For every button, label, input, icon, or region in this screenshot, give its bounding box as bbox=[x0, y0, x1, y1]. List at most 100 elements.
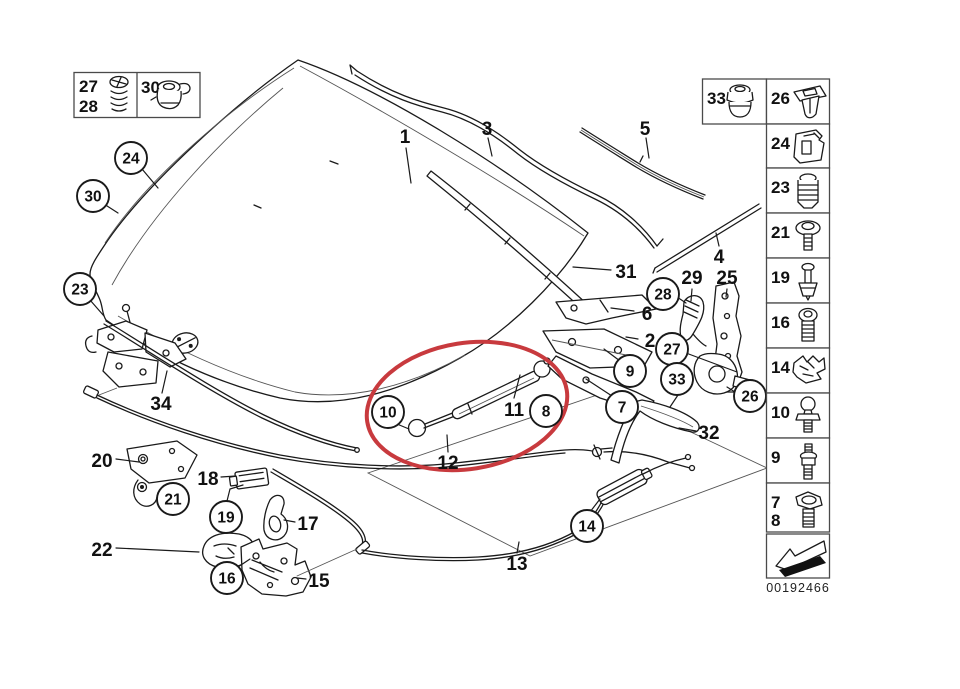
svg-text:33: 33 bbox=[668, 372, 686, 389]
svg-text:26: 26 bbox=[741, 389, 759, 406]
svg-text:30: 30 bbox=[84, 189, 101, 206]
svg-text:14: 14 bbox=[771, 358, 790, 377]
label-4[interactable]: 4 bbox=[714, 247, 725, 268]
callout-14[interactable]: 14 bbox=[570, 509, 604, 543]
label-13[interactable]: 13 bbox=[506, 554, 527, 575]
legend-cell-16[interactable]: 16 bbox=[765, 302, 831, 349]
svg-text:16: 16 bbox=[771, 313, 790, 332]
label-18[interactable]: 18 bbox=[197, 469, 218, 490]
callout-19[interactable]: 19 bbox=[209, 500, 243, 534]
svg-text:8: 8 bbox=[542, 404, 551, 421]
label-15[interactable]: 15 bbox=[308, 571, 330, 592]
svg-text:21: 21 bbox=[164, 492, 182, 509]
leader-lines bbox=[89, 137, 738, 580]
svg-text:10: 10 bbox=[379, 405, 396, 422]
callout-9[interactable]: 9 bbox=[613, 354, 647, 388]
inset-label-28[interactable]: 28 bbox=[79, 97, 98, 116]
svg-text:19: 19 bbox=[771, 268, 790, 287]
rubber-buffer-icon bbox=[726, 84, 754, 118]
inset-label-30[interactable]: 30 bbox=[141, 78, 160, 97]
callout-21[interactable]: 21 bbox=[156, 482, 190, 516]
callout-8[interactable]: 8 bbox=[529, 394, 563, 428]
callout-23[interactable]: 23 bbox=[63, 272, 97, 306]
bracket-20-art bbox=[126, 440, 198, 507]
svg-text:24: 24 bbox=[122, 151, 140, 168]
fastener-legend: 33 26 24 bbox=[701, 78, 831, 595]
svg-text:10: 10 bbox=[771, 403, 790, 422]
svg-text:23: 23 bbox=[771, 178, 790, 197]
callout-24[interactable]: 24 bbox=[114, 141, 148, 175]
bowden-cable-13-art bbox=[270, 453, 692, 562]
svg-text:28: 28 bbox=[654, 287, 672, 304]
callout-10[interactable]: 10 bbox=[371, 395, 405, 429]
collar-stud-icon bbox=[799, 443, 818, 480]
label-5[interactable]: 5 bbox=[640, 119, 651, 140]
legend-cell-23[interactable]: 23 bbox=[765, 167, 831, 214]
callout-33[interactable]: 33 bbox=[660, 362, 694, 396]
label-32[interactable]: 32 bbox=[698, 423, 719, 444]
legend-cell-10[interactable]: 10 bbox=[765, 392, 831, 439]
hook-17-art bbox=[263, 494, 289, 541]
clip-18-art bbox=[228, 467, 270, 490]
svg-text:16: 16 bbox=[218, 571, 236, 588]
circled-callouts: 24 30 23 21 19 16 14 10 8 7 9 27 33 28 2… bbox=[63, 141, 767, 595]
legend-cell-19[interactable]: 19 bbox=[765, 257, 831, 304]
svg-text:19: 19 bbox=[217, 510, 235, 527]
inset-box: 27 28 30 bbox=[73, 71, 201, 119]
label-20[interactable]: 20 bbox=[91, 451, 112, 472]
label-3[interactable]: 3 bbox=[482, 119, 493, 140]
seal-strip-3-art bbox=[349, 64, 664, 249]
callout-27[interactable]: 27 bbox=[655, 332, 689, 366]
label-12[interactable]: 12 bbox=[437, 453, 458, 474]
svg-text:7: 7 bbox=[618, 400, 627, 417]
label-22[interactable]: 22 bbox=[91, 540, 112, 561]
red-highlight-ellipse bbox=[364, 339, 570, 473]
expanding-rivet-icon bbox=[793, 85, 827, 119]
legend-cell-14[interactable]: 14 bbox=[765, 347, 831, 394]
svg-text:14: 14 bbox=[578, 519, 596, 536]
callout-16[interactable]: 16 bbox=[210, 561, 244, 595]
callout-28[interactable]: 28 bbox=[646, 277, 680, 311]
part-labels: 1 3 5 4 31 6 2 29 25 32 34 20 18 22 17 1… bbox=[91, 119, 738, 592]
legend-cell-33[interactable]: 33 bbox=[701, 78, 768, 125]
svg-text:7: 7 bbox=[771, 493, 780, 512]
hex-bolt-icon bbox=[795, 491, 823, 528]
lock-cluster-art bbox=[679, 281, 751, 395]
label-29[interactable]: 29 bbox=[681, 268, 702, 289]
diagram-code: 00192466 bbox=[766, 581, 830, 595]
label-6[interactable]: 6 bbox=[642, 304, 653, 325]
label-34[interactable]: 34 bbox=[150, 394, 172, 415]
legend-cell-26[interactable]: 26 bbox=[765, 78, 831, 125]
legend-cell-24[interactable]: 24 bbox=[765, 123, 831, 169]
svg-text:26: 26 bbox=[771, 89, 790, 108]
front-seal-34-art bbox=[103, 320, 360, 453]
torx-bolt-icon bbox=[798, 307, 818, 342]
label-2[interactable]: 2 bbox=[645, 331, 656, 352]
callout-7[interactable]: 7 bbox=[605, 390, 639, 424]
label-31[interactable]: 31 bbox=[615, 262, 637, 283]
callout-26[interactable]: 26 bbox=[733, 379, 767, 413]
seal-strip-5-art bbox=[579, 127, 706, 200]
cable-clip-icon bbox=[792, 355, 826, 384]
legend-cell-21[interactable]: 21 bbox=[765, 212, 831, 259]
svg-text:23: 23 bbox=[71, 282, 89, 299]
label-11[interactable]: 11 bbox=[504, 400, 525, 421]
grommet-icon bbox=[150, 80, 191, 110]
legend-cell-9[interactable]: 9 bbox=[765, 437, 831, 484]
ball-stud-icon bbox=[795, 396, 821, 433]
right-hinge-art bbox=[542, 294, 657, 413]
legend-cell-7-8[interactable]: 7 8 bbox=[765, 482, 831, 533]
oval-head-screw-icon bbox=[109, 75, 129, 112]
svg-text:33: 33 bbox=[707, 89, 726, 108]
svg-text:21: 21 bbox=[771, 223, 790, 242]
inset-label-27[interactable]: 27 bbox=[79, 77, 98, 96]
label-1[interactable]: 1 bbox=[400, 127, 411, 148]
ribbed-plug-icon bbox=[797, 173, 819, 209]
hood-panel-art bbox=[89, 59, 589, 403]
label-25[interactable]: 25 bbox=[716, 268, 738, 289]
latch-15-art bbox=[240, 538, 312, 597]
callout-30[interactable]: 30 bbox=[76, 179, 110, 213]
label-17[interactable]: 17 bbox=[297, 514, 318, 535]
legend-arrow-box bbox=[765, 533, 831, 579]
washer-head-screw-icon bbox=[795, 220, 821, 251]
